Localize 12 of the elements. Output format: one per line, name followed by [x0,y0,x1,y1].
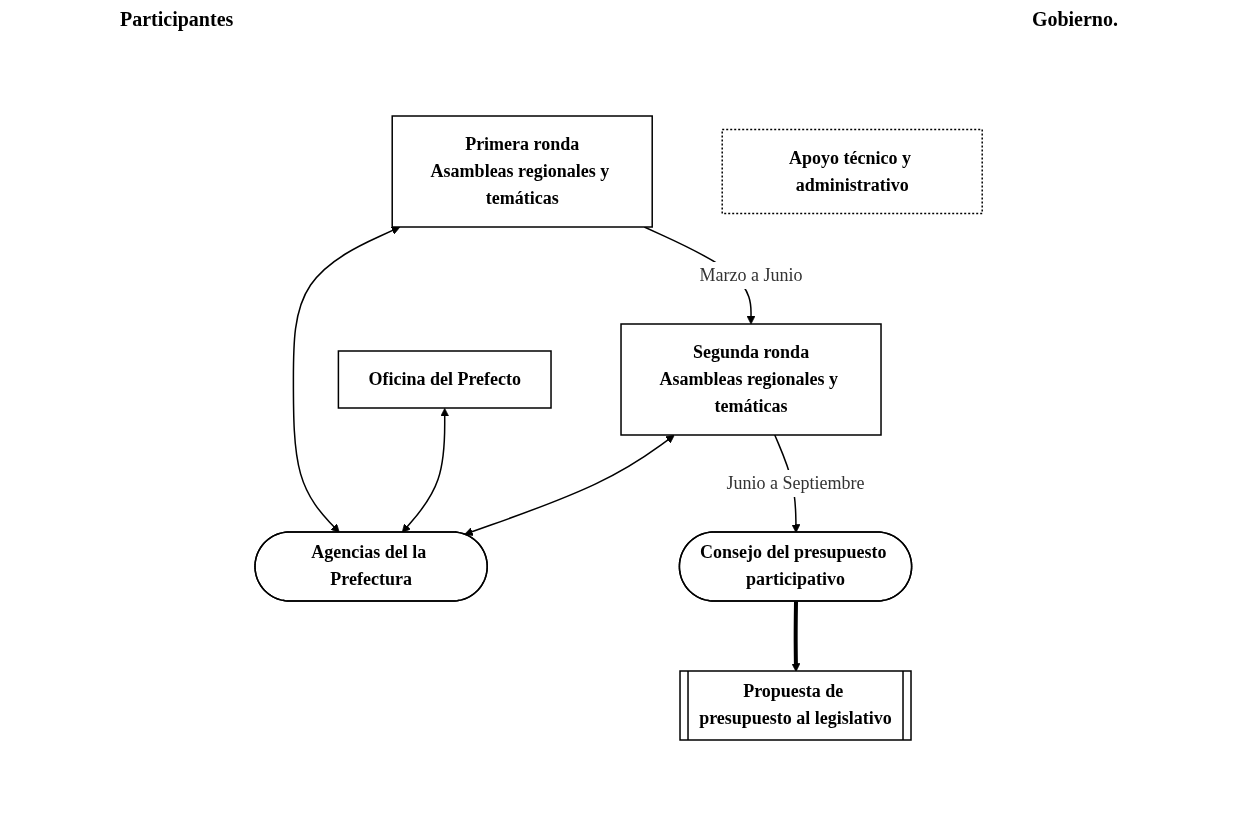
node-box: Segunda ronda Asambleas regionales y temáticas [620,323,883,436]
arrow [791,601,801,672]
arrow [402,408,450,533]
column-heading: Gobierno. [1031,8,1118,32]
node-box: Primera ronda Asambleas regionales y temáticas [391,115,654,228]
arrow [464,434,676,536]
node-box: Oficina del Prefecto [338,350,553,409]
arrow [293,226,401,533]
edge-label: Marzo a Junio [699,265,803,285]
node-box: Apoyo técnico y administrativo [721,128,984,215]
column-heading: Participantes [120,8,234,33]
edge-label: Junio a Septiembre [726,473,865,493]
